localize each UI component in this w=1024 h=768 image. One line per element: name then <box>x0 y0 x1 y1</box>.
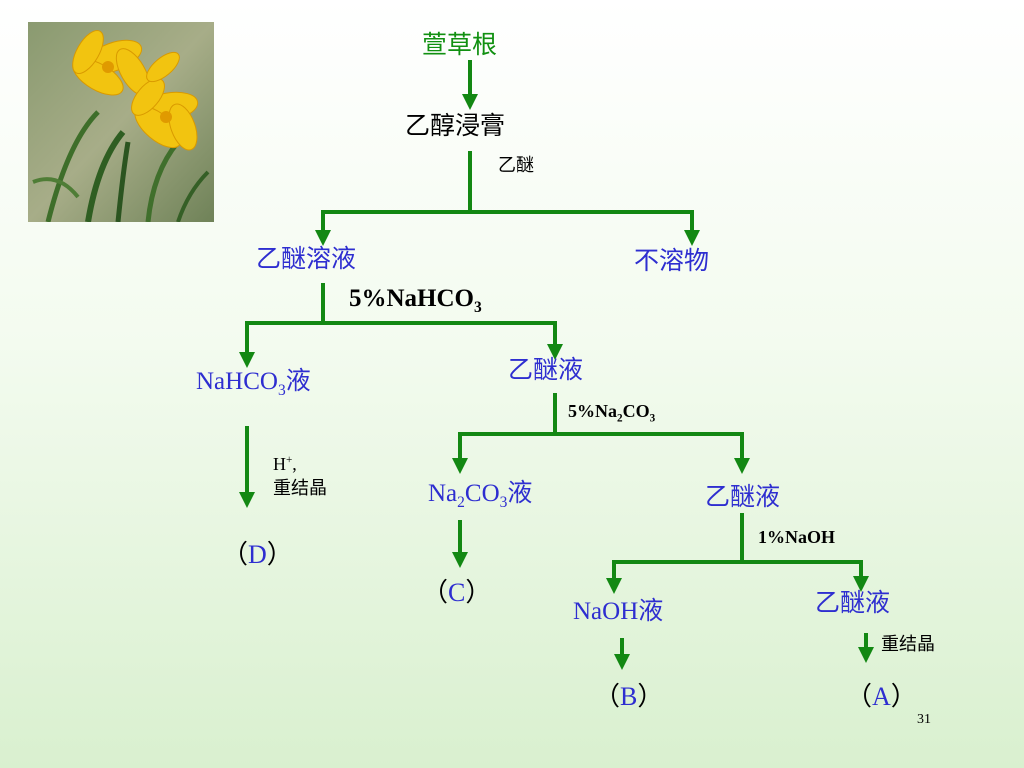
ether-liquid-label-1: 乙醚液 <box>508 355 584 384</box>
product-c: （C） <box>422 578 492 608</box>
ether-liquid-label-2: 乙醚液 <box>705 482 781 511</box>
nahco3-reagent-label: 5%NaHCO3 <box>349 285 482 316</box>
product-b: （B） <box>594 682 664 712</box>
ether-liquid-label-3: 乙醚液 <box>815 588 891 617</box>
product-d: （D） <box>222 540 293 570</box>
na2co3-liquid-label: Na2CO3液 <box>428 480 533 511</box>
page-number: 31 <box>917 712 931 727</box>
recrystallize-label: 重结晶 <box>881 634 935 655</box>
ethanol-extract-label: 乙醇浸膏 <box>405 111 506 140</box>
naoh-liquid-label: NaOH液 <box>573 598 664 625</box>
naoh-reagent-label: 1%NaOH <box>758 527 836 547</box>
acid-recrystallize-label: H+,重结晶 <box>273 454 327 500</box>
na2co3-reagent-label: 5%Na2CO3 <box>568 401 656 425</box>
root-label: 萱草根 <box>422 30 498 59</box>
ether-reagent-label: 乙醚 <box>498 155 534 176</box>
ether-solution-label: 乙醚溶液 <box>256 244 357 273</box>
product-a: （A） <box>846 682 917 712</box>
nahco3-liquid-label: NaHCO3液 <box>196 368 311 399</box>
daylily-photo <box>28 22 214 222</box>
insoluble-label: 不溶物 <box>634 246 710 275</box>
